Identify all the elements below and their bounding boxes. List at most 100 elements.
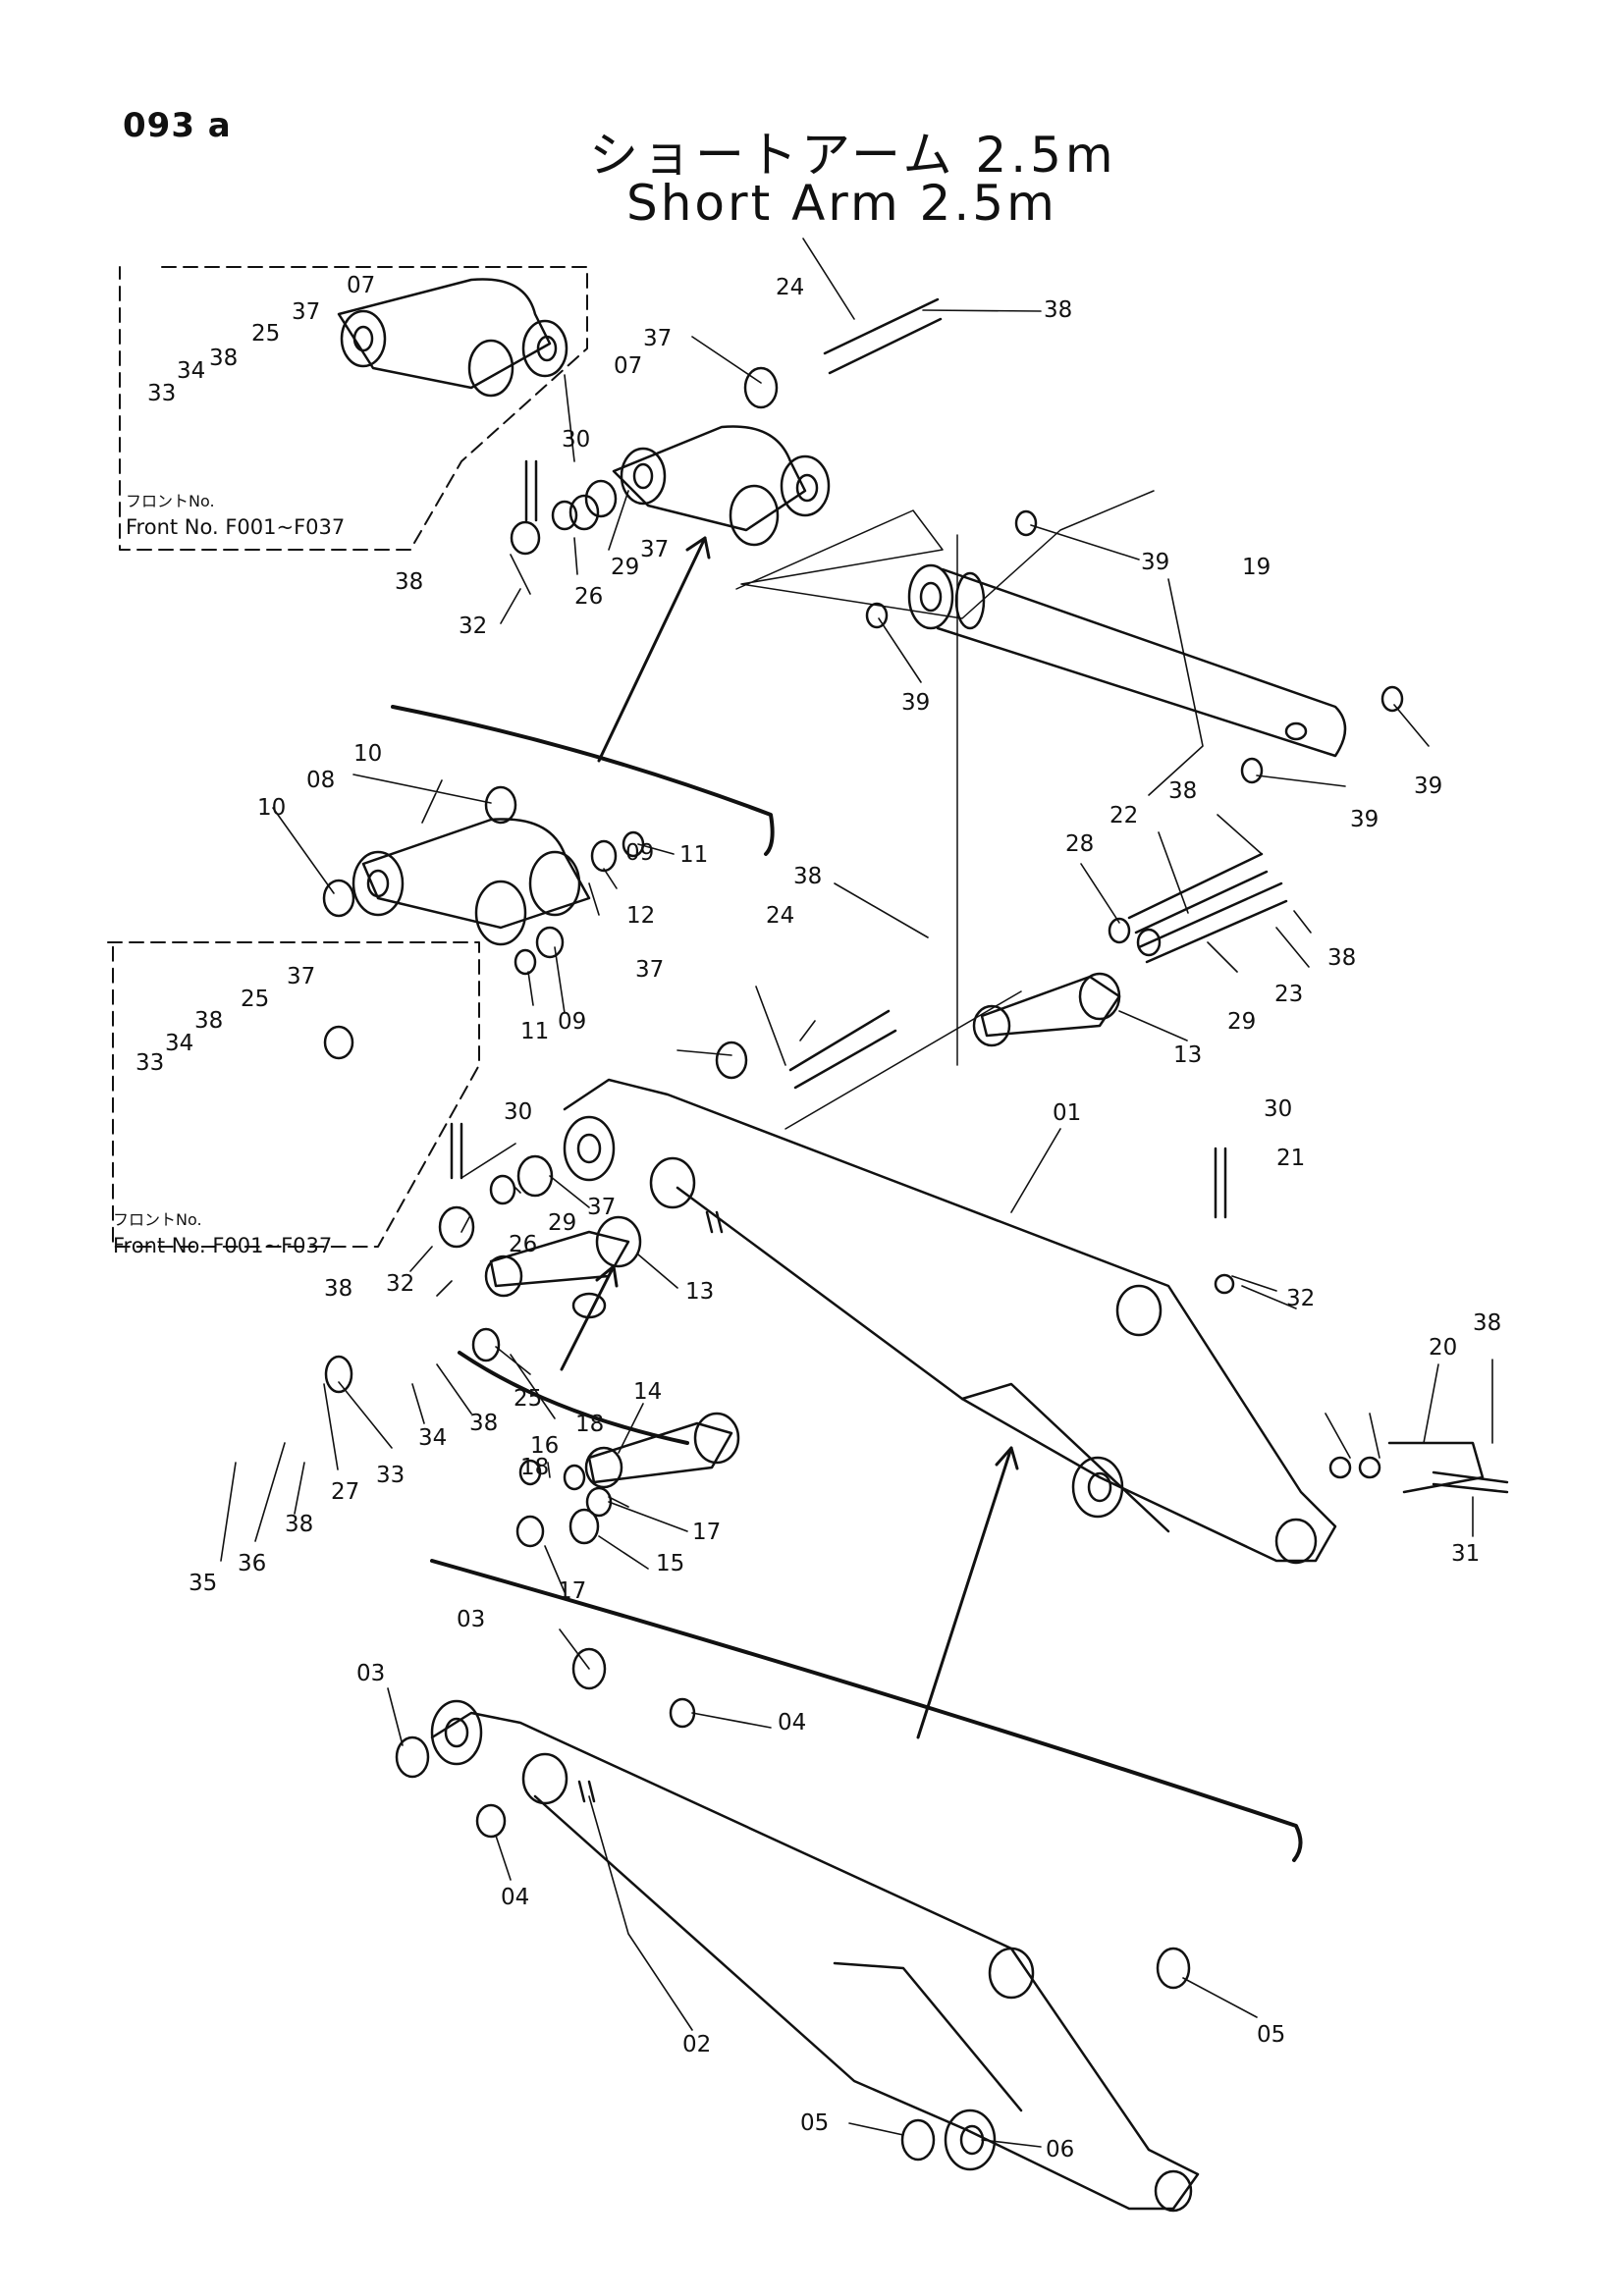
ring-39b <box>865 602 889 629</box>
bracket-arc-upper <box>391 705 775 856</box>
callout-24: 24 <box>776 275 804 300</box>
sleeve-26-arm <box>438 1205 475 1249</box>
callout-labels: 01 02 03 03 04 04 05 05 06 07 07 08 09 0… <box>135 273 1501 2163</box>
callout-01: 01 <box>1053 1100 1081 1126</box>
callout-15: 15 <box>656 1551 684 1576</box>
callout-07: 07 <box>614 353 642 379</box>
page-number: 093 a <box>123 106 232 145</box>
callout-33: 33 <box>376 1463 405 1488</box>
callout-25: 25 <box>514 1386 542 1412</box>
link-14 <box>584 1412 740 1489</box>
pin-21 <box>1214 1273 1235 1295</box>
callout-32: 32 <box>459 614 487 639</box>
callout-38: 38 <box>285 1512 313 1537</box>
callout-11: 11 <box>679 842 708 868</box>
callout-38: 38 <box>1327 945 1356 971</box>
callout-31: 31 <box>1451 1541 1480 1567</box>
title-english: Short Arm 2.5m <box>626 175 1057 232</box>
ring-37-inset2 <box>323 1025 354 1060</box>
callout-25: 25 <box>251 321 280 347</box>
ring-37-arm <box>516 1154 554 1198</box>
seal-11b <box>514 948 537 976</box>
callout-26: 26 <box>574 584 603 610</box>
collar-27 <box>324 1355 353 1394</box>
callout-38: 38 <box>194 1008 223 1034</box>
seal-17a <box>515 1515 545 1548</box>
callout-13: 13 <box>1173 1042 1202 1068</box>
seal-17b <box>585 1486 613 1518</box>
arm-01 <box>563 1078 1337 1565</box>
callout-37: 37 <box>587 1195 616 1220</box>
link-07-inset <box>337 278 568 398</box>
callout-38: 38 <box>209 346 238 371</box>
callout-20: 20 <box>1429 1335 1457 1361</box>
ring-28 <box>1108 917 1131 944</box>
callout-38: 38 <box>469 1411 498 1436</box>
pin-23 <box>1137 881 1288 964</box>
bracket-arc-lower <box>430 1559 1303 1862</box>
link-13 <box>484 1215 642 1298</box>
ring-29b <box>1136 928 1162 957</box>
callout-39: 39 <box>1350 807 1379 832</box>
callout-05: 05 <box>1257 2022 1285 2048</box>
callout-02: 02 <box>682 2032 711 2057</box>
callout-09: 09 <box>625 840 654 866</box>
callout-37: 37 <box>640 537 669 562</box>
pin-20 <box>1387 1441 1485 1494</box>
callout-33: 33 <box>135 1050 164 1076</box>
bushing-05b <box>900 2118 936 2162</box>
callout-38: 38 <box>1473 1310 1501 1336</box>
callout-11: 11 <box>520 1019 549 1044</box>
pin-24-top <box>823 297 943 375</box>
bushing-10b <box>322 879 355 918</box>
pin-22 <box>1127 852 1269 934</box>
spacer-16 <box>571 1292 607 1319</box>
callout-21: 21 <box>1276 1146 1305 1171</box>
callout-29: 29 <box>1227 1009 1256 1035</box>
callout-25: 25 <box>241 987 269 1012</box>
nut-32a <box>1328 1456 1352 1479</box>
callout-33: 33 <box>147 381 176 406</box>
arrow-line-3 <box>916 1446 1013 1739</box>
bushing-04b <box>475 1803 507 1839</box>
bushing-04a <box>669 1697 696 1729</box>
callout-04: 04 <box>778 1710 806 1735</box>
pin-24-mid <box>788 1009 897 1090</box>
bushing-15 <box>568 1508 600 1545</box>
callout-38: 38 <box>324 1276 352 1302</box>
callout-07: 07 <box>347 273 375 298</box>
callout-34: 34 <box>418 1425 447 1451</box>
callout-13: 13 <box>685 1279 714 1305</box>
callout-17: 17 <box>558 1578 586 1604</box>
callout-06: 06 <box>1046 2137 1074 2163</box>
arm-02 <box>430 1699 1200 2213</box>
callout-23: 23 <box>1274 982 1303 1007</box>
callout-38: 38 <box>395 569 423 595</box>
ring-29 <box>551 500 578 531</box>
callout-19: 19 <box>1242 555 1271 580</box>
ring-37-mid <box>715 1041 748 1080</box>
callout-29: 29 <box>548 1210 576 1236</box>
bolt-30a <box>524 459 538 522</box>
cylinder-19 <box>907 563 1347 758</box>
callout-04: 04 <box>501 1885 529 1910</box>
callout-05: 05 <box>800 2110 829 2136</box>
callout-39: 39 <box>1414 774 1442 799</box>
callout-18: 18 <box>575 1412 604 1437</box>
seal-18b <box>563 1464 586 1491</box>
callout-18: 18 <box>520 1455 549 1480</box>
inset-label-ja: フロントNo. <box>113 1210 202 1229</box>
seal-18a <box>518 1459 542 1486</box>
callout-30: 30 <box>1264 1096 1292 1122</box>
callout-16: 16 <box>530 1433 559 1459</box>
inset-label-en: Front No. F001~F037 <box>126 515 346 539</box>
ring-37-inset <box>584 479 618 518</box>
seal-11a <box>622 830 645 858</box>
callout-38: 38 <box>1044 297 1072 323</box>
link-13b <box>972 972 1121 1047</box>
nut-32b <box>1358 1456 1381 1479</box>
bushing-09a <box>590 839 618 873</box>
callout-37: 37 <box>643 326 672 351</box>
callout-32: 32 <box>1286 1286 1315 1311</box>
